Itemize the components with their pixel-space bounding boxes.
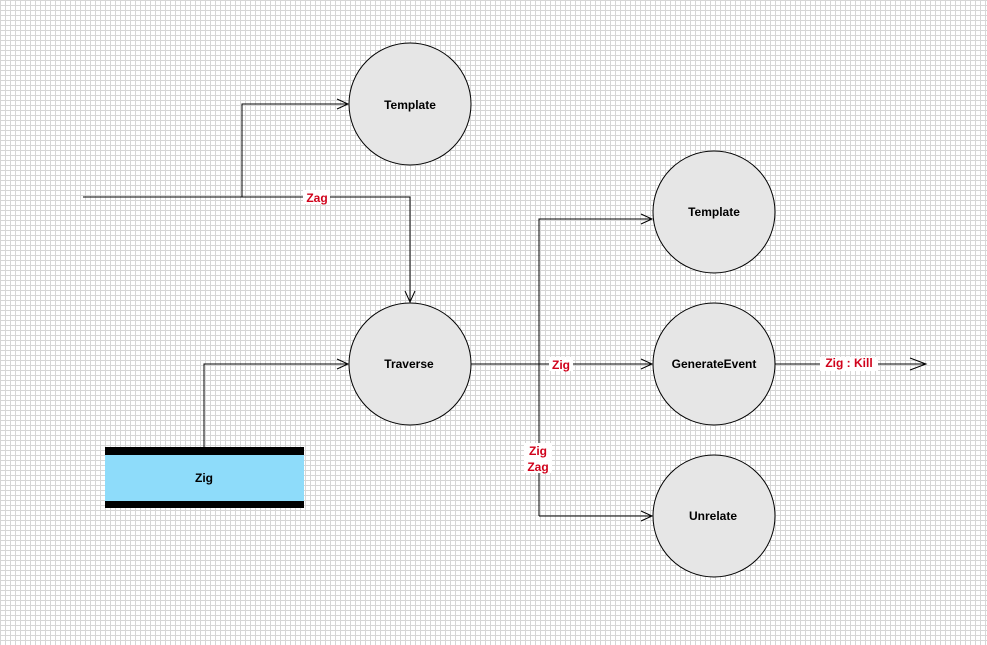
process-template-top[interactable]: Template <box>348 42 472 166</box>
flow-datastore-to-traverse <box>203 363 348 447</box>
arrowhead-traverse-left <box>336 358 350 370</box>
datastore-top-bar <box>105 447 304 455</box>
arrowhead-output <box>909 357 928 371</box>
process-unrelate-label: Unrelate <box>689 509 737 523</box>
arrowhead-template-top <box>336 98 350 110</box>
process-generate-event[interactable]: GenerateEvent <box>652 302 776 426</box>
zig-zag-label-bg <box>524 443 552 473</box>
arrowhead-template-right <box>640 213 654 225</box>
flow-label-zig-zag-line2: Zag <box>527 460 548 474</box>
flow-input-line <box>83 196 411 302</box>
arrowhead-traverse-top <box>404 290 416 304</box>
zag-label-bg <box>303 190 330 204</box>
zig-label-bg <box>549 357 573 371</box>
datastore-zig[interactable]: Zig <box>105 447 304 508</box>
datastore-label: Zig <box>195 471 213 485</box>
process-generate-event-label: GenerateEvent <box>672 357 757 371</box>
process-traverse[interactable]: Traverse <box>348 302 472 426</box>
datastore-bottom-bar <box>105 501 304 508</box>
process-template-right-label: Template <box>688 205 740 219</box>
flow-label-zig-zag-line1: Zig <box>529 444 547 458</box>
arrowhead-unrelate <box>640 510 654 522</box>
datastore-body <box>105 447 304 508</box>
process-traverse-label: Traverse <box>384 357 434 371</box>
flow-label-zig: Zig <box>552 358 570 372</box>
arrowhead-generate-event <box>640 358 654 370</box>
zig-kill-label-bg <box>820 357 878 371</box>
flow-label-zig-kill: Zig : Kill <box>825 356 872 370</box>
process-unrelate[interactable]: Unrelate <box>652 454 776 578</box>
process-template-top-label: Template <box>384 98 436 112</box>
flow-to-template-top <box>241 103 348 197</box>
flow-label-zag: Zag <box>306 191 327 205</box>
process-template-right[interactable]: Template <box>652 150 776 274</box>
flow-to-template-right <box>538 218 652 516</box>
